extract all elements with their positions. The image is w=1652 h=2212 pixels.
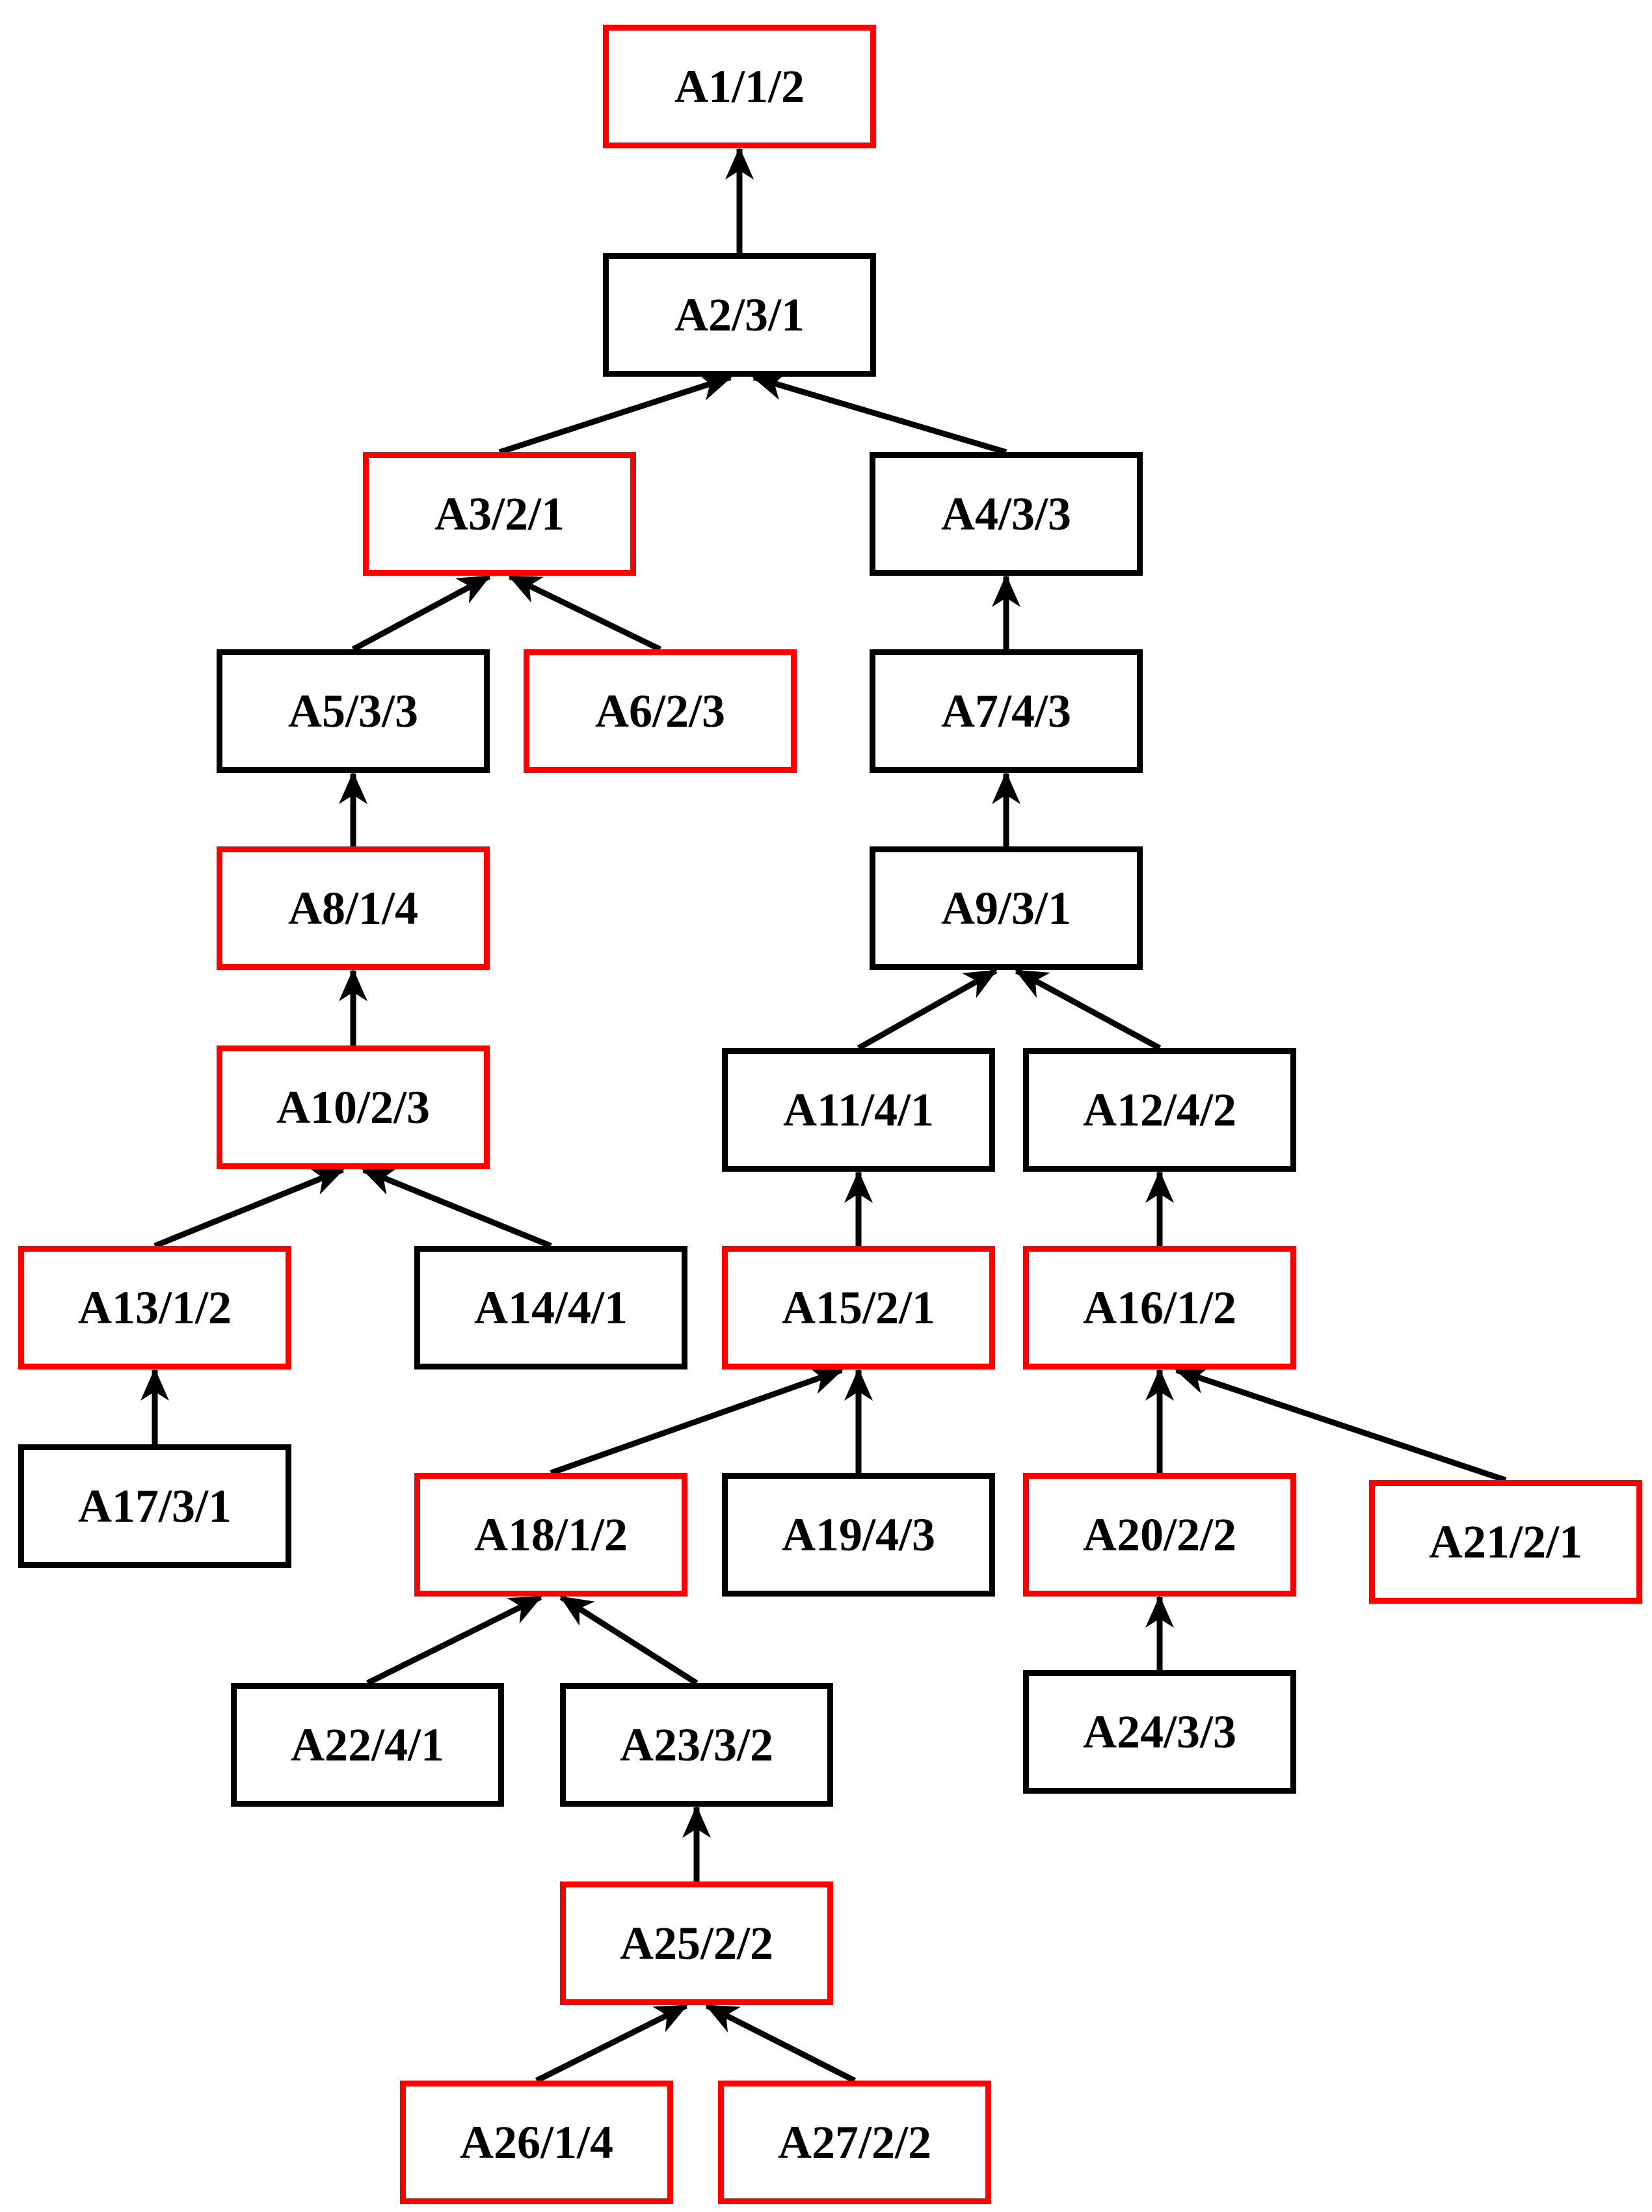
node-A8: A8/1/4 <box>217 846 490 970</box>
node-A17: A17/3/1 <box>18 1444 291 1568</box>
edge-A12-A9 <box>1015 968 1162 1051</box>
node-A9: A9/3/1 <box>870 846 1143 970</box>
node-A27: A27/2/2 <box>718 2081 991 2204</box>
node-A5: A5/3/3 <box>217 649 490 773</box>
node-A7: A7/4/3 <box>870 649 1143 773</box>
node-A20: A20/2/2 <box>1023 1473 1296 1597</box>
edge-A27-A25 <box>705 2003 857 2084</box>
edge-A21-A16 <box>1175 1366 1507 1483</box>
node-A22: A22/4/1 <box>231 1683 504 1807</box>
node-A13: A13/1/2 <box>18 1246 291 1369</box>
node-A6: A6/2/3 <box>524 649 797 773</box>
edge-A14-A10 <box>362 1167 552 1249</box>
edge-A6-A3 <box>508 573 661 653</box>
edge-A13-A10 <box>153 1167 345 1249</box>
edge-A22-A18 <box>366 1594 542 1686</box>
node-A14: A14/4/1 <box>414 1246 687 1369</box>
node-A3: A3/2/1 <box>363 452 636 576</box>
edge-A11-A9 <box>857 968 998 1051</box>
node-A21: A21/2/1 <box>1369 1480 1642 1604</box>
node-A12: A12/4/2 <box>1023 1048 1296 1172</box>
node-A23: A23/3/2 <box>560 1683 833 1807</box>
node-A15: A15/2/1 <box>722 1246 995 1369</box>
edge-A5-A3 <box>351 574 491 652</box>
edge-A4-A2 <box>752 372 1007 455</box>
node-A25: A25/2/2 <box>560 1882 833 2005</box>
node-A2: A2/3/1 <box>603 253 876 377</box>
node-A1: A1/1/2 <box>603 25 876 148</box>
node-A10: A10/2/3 <box>217 1045 490 1169</box>
node-A16: A16/1/2 <box>1023 1246 1296 1369</box>
edge-A23-A18 <box>559 1595 699 1686</box>
edge-A26-A25 <box>535 2003 688 2084</box>
node-A26: A26/1/4 <box>400 2081 673 2204</box>
edge-A18-A15 <box>550 1366 844 1476</box>
node-A19: A19/4/3 <box>722 1473 995 1597</box>
node-A4: A4/3/3 <box>870 452 1143 576</box>
node-A24: A24/3/3 <box>1023 1670 1296 1794</box>
node-A18: A18/1/2 <box>414 1473 687 1597</box>
edge-A3-A2 <box>498 373 732 455</box>
node-A11: A11/4/1 <box>722 1048 995 1172</box>
